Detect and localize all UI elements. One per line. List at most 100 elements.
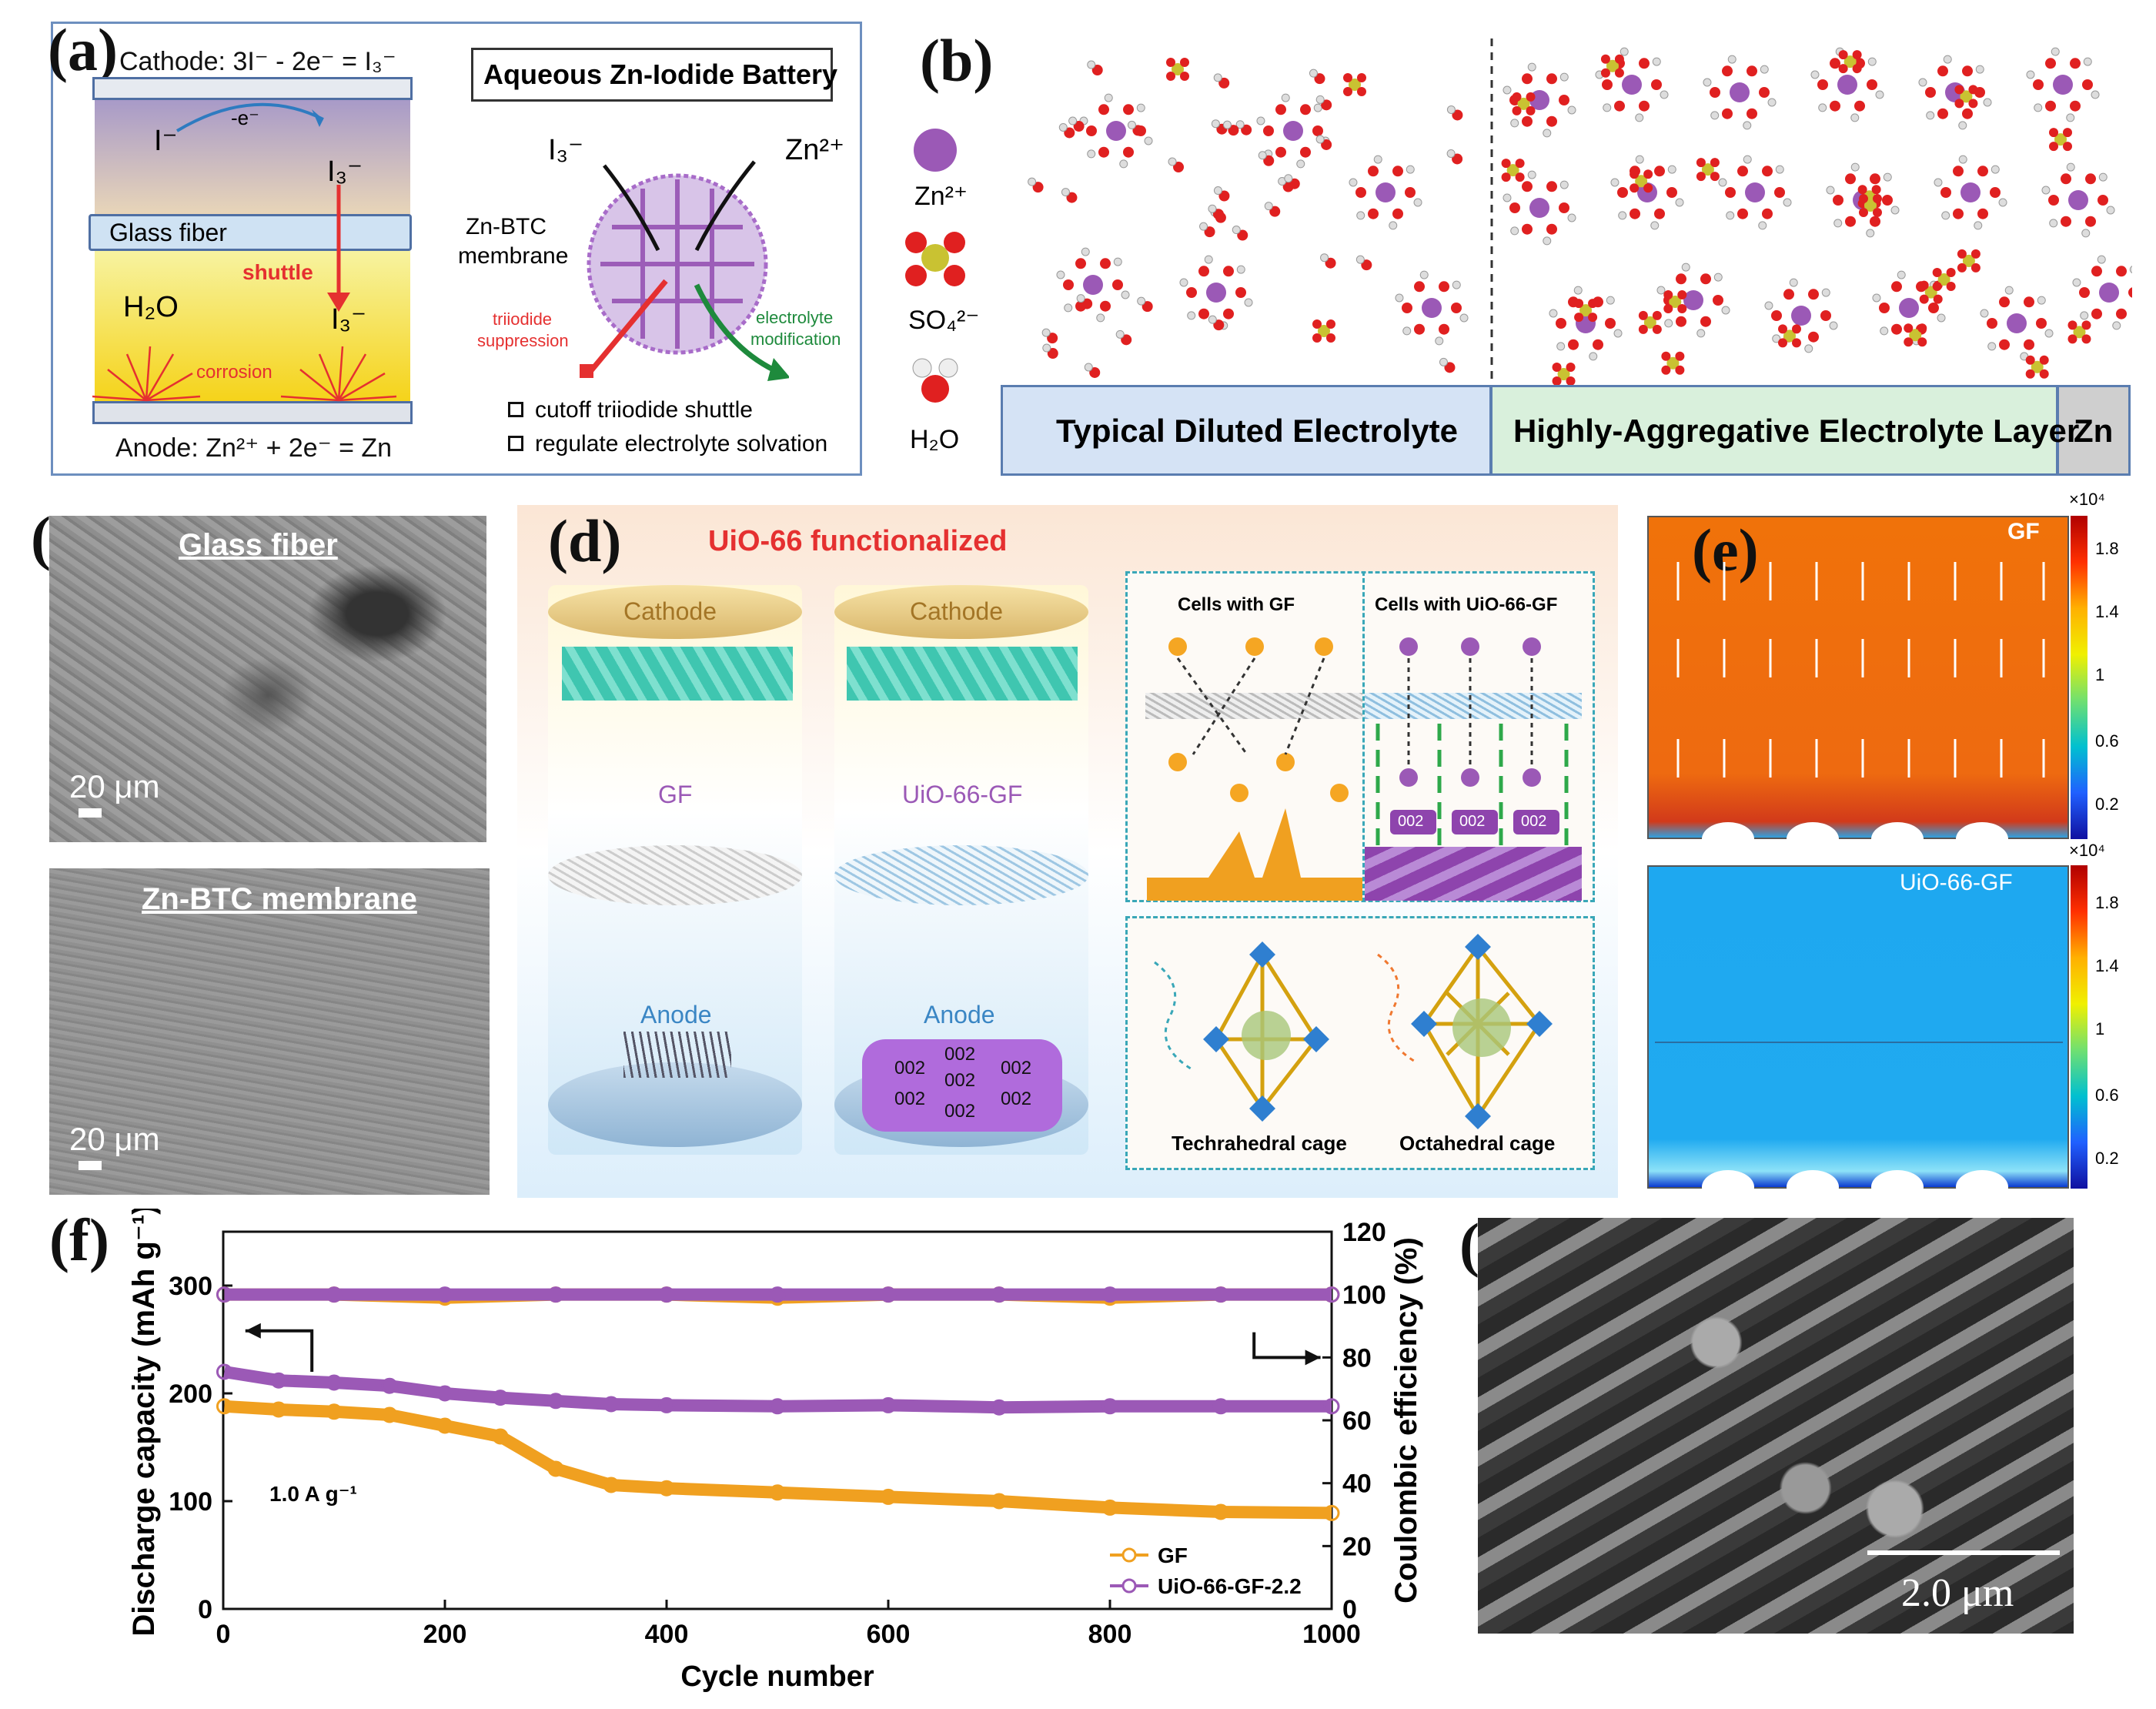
zn-ion: [1422, 298, 1442, 318]
glass-fiber-sem-image: [49, 516, 486, 842]
water-oxygen: [2116, 266, 2127, 277]
dendrite-substrate: [1147, 878, 1362, 901]
left-cathode-crystals: [562, 647, 793, 701]
colorbar-bottom-tick-1: 1.8: [2095, 893, 2119, 912]
water-hydrogen: [1727, 55, 1736, 64]
water-oxygen: [1882, 195, 1893, 206]
free-water-h: [1446, 105, 1456, 114]
free-water-h: [1264, 202, 1273, 211]
water-hydrogen: [2072, 278, 2081, 287]
colorbar-top-tick-2: 1.4: [2095, 602, 2119, 621]
sulfate-oxygen: [1600, 68, 1610, 78]
corrosion-label: corrosion: [196, 362, 272, 383]
free-water: [1212, 209, 1224, 220]
water-hydrogen: [1389, 221, 1398, 230]
y2-axis-label: Coulombic efficiency (%): [1389, 1237, 1423, 1604]
water-hydrogen: [1883, 172, 1892, 182]
water-oxygen: [2045, 100, 2056, 112]
series-line-1: [223, 1366, 1332, 1414]
water-oxygen: [1368, 166, 1379, 177]
sulfate-oxygen: [1792, 338, 1802, 348]
water-oxygen: [1546, 115, 1557, 127]
water-hydrogen: [1144, 136, 1153, 145]
sulfate-ion: [1937, 273, 1950, 286]
water-oxygen: [2091, 308, 2102, 319]
facet-002-1: 002: [944, 1044, 976, 1065]
aggregative-layer-label: Highly-Aggregative Electrolyte Layer: [1513, 413, 2080, 449]
water-hydrogen: [1833, 219, 1843, 228]
sulfate-oxygen: [1677, 303, 1687, 313]
water-oxygen: [1891, 281, 1902, 293]
water-oxygen: [1639, 58, 1650, 69]
water-oxygen: [1870, 216, 1880, 227]
water-hydrogen: [1503, 193, 1512, 202]
data-point: [880, 1396, 897, 1413]
water-oxygen: [2070, 58, 2081, 69]
water-oxygen: [1593, 339, 1603, 350]
zn-ion: [1745, 182, 1765, 202]
panel-label-d: (d): [548, 507, 622, 574]
sulfate-oxygen: [1858, 194, 1868, 204]
water-oxygen: [1546, 73, 1557, 85]
panel-a-arrows: [92, 102, 397, 402]
modification-label-2: modification: [750, 329, 841, 349]
water-hydrogen: [2112, 321, 2121, 330]
water-oxygen: [1830, 100, 1840, 112]
water-oxygen: [1700, 273, 1711, 285]
sulfate-oxygen: [1675, 351, 1685, 361]
zn-ion: [1960, 182, 1981, 202]
water-hydrogen: [1395, 293, 1404, 303]
sulfate-oxygen: [1312, 319, 1322, 329]
water-oxygen: [2036, 318, 2047, 329]
water-hydrogen: [1975, 65, 1984, 74]
sulfate-oxygen: [1904, 323, 1914, 333]
water-oxygen: [1737, 166, 1748, 177]
sulfate-oxygen: [1778, 338, 1788, 348]
water-hydrogen: [1113, 257, 1122, 266]
corrosion-burst-right: [280, 346, 397, 402]
zn-ion: [1083, 275, 1103, 295]
sulfate-oxygen: [2025, 355, 2035, 365]
uio-gf-separator: [834, 845, 1088, 905]
water-oxygen: [1522, 115, 1533, 127]
sulfate-oxygen: [1638, 310, 1648, 320]
water-oxygen: [2070, 100, 2081, 112]
zn-ion: [1837, 75, 1857, 95]
free-water-h: [1084, 363, 1093, 372]
water-oxygen: [1368, 208, 1379, 219]
water-oxygen: [2024, 296, 2034, 308]
zn-ion: [1622, 75, 1642, 95]
legend-label: GF: [1158, 1543, 1188, 1567]
free-water: [1241, 124, 1252, 135]
sulfate-oxygen: [1968, 99, 1978, 109]
water-hydrogen: [1620, 47, 1629, 56]
water-hydrogen: [1349, 178, 1358, 187]
left-cathode-label: Cathode: [623, 597, 717, 625]
free-water-h: [1284, 174, 1293, 183]
zn-electrode-bar: [2057, 385, 2131, 476]
gf-layer-strip: [1145, 693, 1362, 719]
water-hydrogen: [1606, 296, 1615, 305]
water-hydrogen: [1402, 326, 1412, 336]
free-water-h: [1115, 329, 1125, 339]
free-water-h: [1042, 343, 1051, 353]
sulfate-ion: [1579, 304, 1593, 317]
water-oxygen: [1100, 258, 1111, 269]
free-water-h: [1309, 69, 1318, 78]
free-water: [1237, 229, 1248, 241]
water-oxygen: [1098, 104, 1109, 115]
checkbox-1: [508, 402, 523, 417]
water-hydrogen: [1743, 121, 1752, 130]
panel-label-a: (a): [48, 16, 118, 83]
sulfate-oxygen: [1778, 324, 1788, 334]
cathode-plate: [92, 77, 413, 100]
sulfate-oxygen: [1970, 263, 1981, 273]
water-hydrogen: [1866, 229, 1875, 238]
water-hydrogen: [1056, 270, 1065, 279]
sulfate-oxygen: [1638, 324, 1648, 334]
water-hydrogen: [1527, 62, 1536, 72]
free-water: [1314, 73, 1325, 85]
uio-gf-label: UiO-66-GF: [902, 781, 1023, 808]
water-hydrogen: [1256, 116, 1265, 125]
colorbar-bottom: [2071, 865, 2087, 1189]
